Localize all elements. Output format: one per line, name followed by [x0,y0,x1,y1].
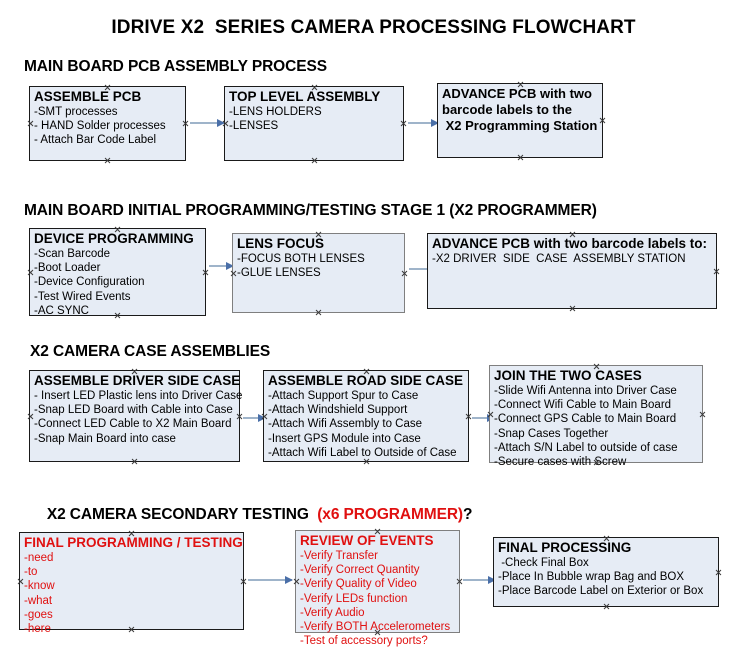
box-line: -Verify BOTH Accelerometers [300,621,451,634]
box-line: -Verify Correct Quantity [300,564,420,577]
anchor-handle-icon [17,578,24,585]
box-heading: DEVICE PROGRAMMING [34,231,194,246]
section-title-suffix: ? [463,506,473,523]
anchor-handle-icon [311,157,318,164]
process-box-join-the-two-cases[interactable]: JOIN THE TWO CASES -Slide Wifi Antenna i… [489,365,703,468]
connector-arrow-top-level-to-advance-pcb [408,119,439,127]
anchor-handle-icon [293,578,300,585]
box-line: barcode labels to the [442,102,573,117]
box-line: -know [24,580,55,593]
box-line: -Insert GPS Module into Case [268,432,421,445]
connector-arrow-assemble-pcb-to-top-level [190,119,225,127]
box-line: -goes [24,608,53,621]
box-line: -what [24,594,53,607]
box-line: X2 Programming Station [442,118,598,133]
box-line: -Verify Transfer [300,550,378,562]
section-title-main-board-initial-programming: MAIN BOARD INITIAL PROGRAMMING/TESTING S… [24,202,597,219]
box-line: -Test Wired Events [34,290,131,303]
anchor-handle-icon [230,270,237,277]
anchor-handle-icon [569,305,576,312]
anchor-handle-icon [315,309,322,316]
anchor-handle-icon [603,603,610,610]
section-title-x2-camera-case-assemblies: X2 CAMERA CASE ASSEMBLIES [30,343,271,360]
box-line: -Snap Cases Together [494,427,609,440]
process-box-lens-focus[interactable]: LENS FOCUS -FOCUS BOTH LENSES -GLUE LENS… [232,233,405,313]
box-line: -GLUE LENSES [237,267,321,280]
box-heading: ADVANCE PCB with two barcode labels to: [432,236,708,251]
connector-arrow-driver-case-to-road-case [243,414,266,422]
section-title-main-board-pcb-assembly: MAIN BOARD PCB ASSEMBLY PROCESS [24,58,327,75]
box-line: -Connect LED Cable to X2 Main Board [34,418,232,431]
section-title-x2-camera-secondary-testing: X2 CAMERA SECONDARY TESTING (x6 PROGRAMM… [30,488,473,542]
box-line: - HAND Solder processes [34,120,166,133]
process-box-review-of-events[interactable]: REVIEW OF EVENTS -Verify Transfer -Verif… [293,530,460,647]
box-line: -Secure cases with Screw [494,456,627,469]
process-box-final-programming-testing[interactable]: FINAL PROGRAMMING / TESTING -need -to -k… [17,532,244,635]
box-line: - Attach Bar Code Label [34,134,157,147]
connector-arrow-device-programming-to-lens-focus [209,262,234,270]
process-box-device-programming[interactable]: DEVICE PROGRAMMING -Scan Barcode -Boot L… [27,228,206,317]
section-title-accent: (x6 PROGRAMMER) [317,506,463,523]
anchor-handle-icon [517,154,524,161]
box-line: -Verify Quality of Video [300,578,417,591]
box-line: -Place In Bubble wrap Bag and BOX [498,571,685,584]
process-box-assemble-driver-side-case[interactable]: ASSEMBLE DRIVER SIDE CASE - Insert LED P… [27,370,243,465]
box-line: -LENS HOLDERS [229,106,322,118]
box-line: -to [24,566,38,579]
box-line: -Snap Main Board into case [34,432,176,445]
box-line: -here [24,623,51,636]
box-heading: ASSEMBLE PCB [34,89,142,104]
process-box-assemble-pcb[interactable]: ASSEMBLE PCB -SMT processes - HAND Solde… [29,86,186,161]
anchor-handle-icon [27,269,34,276]
box-line: -Place Barcode Label on Exterior or Box [498,585,704,598]
box-heading: ASSEMBLE ROAD SIDE CASE [268,373,464,388]
page-title: IDRIVE X2 SERIES CAMERA PROCESSING FLOWC… [111,17,636,38]
box-line: - Insert LED Plastic lens into Driver Ca… [34,390,243,402]
box-line: -Attach Wifi Assembly to Case [268,418,423,431]
box-line: -Slide Wifi Antenna into Driver Case [494,385,677,397]
box-line: -Attach Wifi Label to Outside of Case [268,446,457,459]
anchor-handle-icon [131,458,138,465]
box-line: -Snap LED Board with Cable into Case [34,404,233,417]
connector-arrow-review-events-to-final-processing [463,576,496,584]
box-line: -Check Final Box [498,557,589,569]
process-box-top-level-assembly[interactable]: TOP LEVEL ASSEMBLY -LENS HOLDERS -LENSES [224,86,404,161]
box-line: -Verify LEDs function [300,592,408,605]
process-box-assemble-road-side-case[interactable]: ASSEMBLE ROAD SIDE CASE -Attach Support … [263,370,469,462]
anchor-handle-icon [27,413,34,420]
process-box-final-processing[interactable]: FINAL PROCESSING -Check Final Box -Place… [493,537,719,607]
box-line: -X2 DRIVER SIDE CASE ASSEMBLY STATION [432,253,686,265]
box-line: -FOCUS BOTH LENSES [237,253,365,265]
box-line: -Attach Windshield Support [268,404,408,417]
process-box-advance-pcb-driver-side-case[interactable]: ADVANCE PCB with two barcode labels to: … [427,233,717,309]
box-line: -SMT processes [34,106,118,118]
box-heading: JOIN THE TWO CASES [494,368,642,383]
box-heading: ASSEMBLE DRIVER SIDE CASE [34,373,241,388]
box-line: -Attach Support Spur to Case [268,390,419,402]
box-line: -Boot Loader [34,262,101,275]
anchor-handle-icon [713,268,720,275]
box-line: -Connect Wifi Cable to Main Board [494,399,672,412]
box-line-overflow: -Test of accessory ports? [300,635,428,648]
section-title-text: X2 CAMERA SECONDARY TESTING [46,506,318,523]
box-line: -LENSES [229,120,279,133]
box-line: -need [24,552,54,564]
process-box-advance-pcb-programming-station[interactable]: ADVANCE PCB with two barcode labels to t… [437,83,603,158]
box-line: -Verify Audio [300,606,365,619]
connector-arrow-final-programming-to-review-events [248,576,293,584]
anchor-handle-icon [104,157,111,164]
box-line: -Device Configuration [34,276,145,289]
box-heading: REVIEW OF EVENTS [300,533,434,548]
box-line: -AC SYNC [34,304,89,317]
box-heading: FINAL PROCESSING [498,540,632,555]
box-heading: LENS FOCUS [237,236,325,251]
box-line: ADVANCE PCB with two [442,86,592,101]
box-line: -Scan Barcode [34,248,111,260]
box-heading: FINAL PROGRAMMING / TESTING [24,535,243,550]
box-line: -Attach S/N Label to outside of case [494,441,678,454]
box-line: -Connect GPS Cable to Main Board [494,413,677,426]
anchor-handle-icon [27,120,34,127]
box-heading: TOP LEVEL ASSEMBLY [229,89,381,104]
